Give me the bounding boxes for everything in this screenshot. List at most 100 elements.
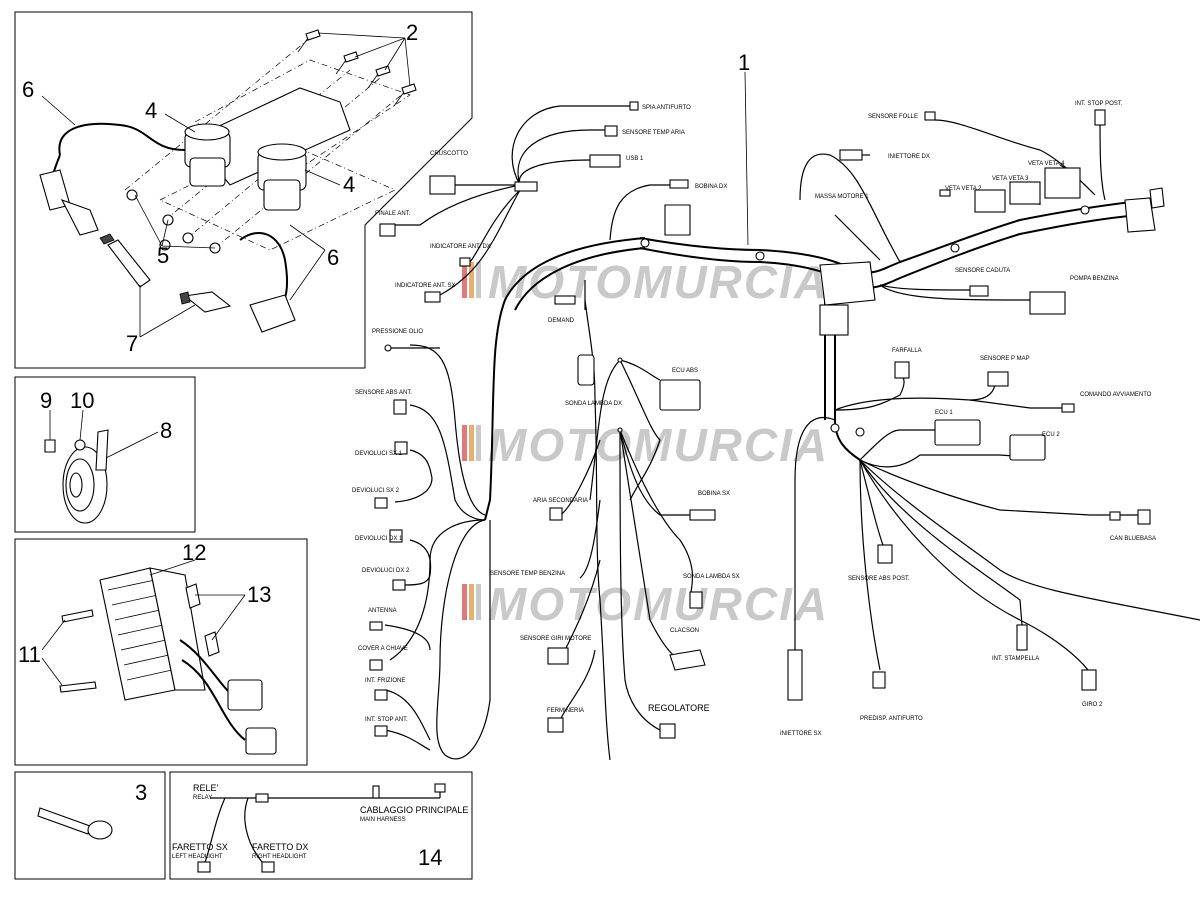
callout-4: 4	[145, 98, 157, 123]
label-int-stampella: INT. STAMPELLA	[992, 656, 1039, 662]
label-can-bluebasa: CAN BLUEBASA	[1110, 536, 1156, 542]
label-giro2: GIRO 2	[1082, 702, 1103, 708]
headlight-kit: RELE' RELAY CABLAGGIO PRINCIPALE MAIN HA…	[172, 783, 468, 873]
callout-1: 1	[738, 50, 750, 75]
inset-frame-ignition	[14, 11, 473, 369]
callout-6: 6	[327, 245, 339, 270]
nut-group	[126, 189, 221, 254]
ignition-assembly: 2 4 4 6 6 5 7	[22, 20, 418, 356]
label-devioluci-sx2: DEVIOLUCI SX 2	[352, 488, 400, 494]
label-cover-a-chiave: COVER A CHIAVE	[358, 646, 408, 652]
callout-11: 11	[18, 642, 41, 667]
label-int-frizione: INT. FRIZIONE	[365, 678, 405, 684]
callout-14: 14	[418, 845, 442, 870]
key-blade	[37, 807, 91, 835]
label-indicatore-ant-sx: INDICATORE ANT. SX	[395, 283, 455, 289]
label-sensore-p-map: SENSORE P MAP	[980, 356, 1030, 362]
label-sensore-temp-aria: SENSORE TEMP ARIA	[622, 130, 685, 136]
horn-bolt	[44, 439, 56, 453]
label-sonda-lambda-sx: SONDA LAMBDA SX	[683, 574, 740, 580]
label-devioluci-dx2: DEVIOLUCI DX 2	[362, 568, 410, 574]
callout-12: 12	[182, 540, 206, 565]
label-demand: DEMAND	[548, 318, 575, 324]
label-ecu-1: ECU 1	[935, 410, 953, 416]
connector-veta-4	[1044, 167, 1081, 199]
label-faretto-dx: FARETTO DX	[252, 842, 308, 852]
connector-sensore-giri	[547, 647, 569, 665]
ignition-coil-rear	[257, 143, 307, 211]
connector-ecu-abs	[659, 379, 701, 411]
regulator-clip	[185, 583, 201, 609]
label-pressione-olio: PRESSIONE OLIO	[372, 329, 423, 335]
connector-labels: SPIA ANTIFURTO SENSORE TEMP ARIA USB 1 B…	[352, 101, 1156, 737]
label-sensore-giri-motore: SENSORE GIRI MOTORE	[520, 636, 591, 642]
horn-assembly: 9 10 8	[40, 388, 172, 524]
regulator-screw	[59, 681, 97, 693]
label-bobina-sx: BOBINA SX	[698, 491, 730, 497]
label-devioluci-dx1: DEVIOLUCI DX 1	[355, 536, 403, 542]
label-cruscotto: CRUSCOTTO	[430, 151, 468, 157]
label-spia-antifurto: SPIA ANTIFURTO	[642, 105, 691, 111]
label-devioluci-sx1: DEVIOLUCI SX 1	[355, 451, 403, 457]
label-pompa-benzina: POMPA BENZINA	[1070, 276, 1119, 282]
inset-frame-key	[14, 771, 166, 880]
connector-sonda-lambda-dx	[577, 354, 595, 386]
label-main-harness: MAIN HARNESS	[360, 817, 406, 823]
regulator-assembly: 12 13 11	[18, 540, 277, 755]
key-assembly: 3	[37, 780, 147, 840]
harness-junction	[514, 181, 538, 192]
label-ecu-2: ECU 2	[1042, 432, 1060, 438]
label-veta-2: VETA VETA 2	[945, 186, 982, 192]
callout-10: 10	[70, 388, 94, 413]
connector-veta-3	[1009, 181, 1041, 205]
inset-frame-headlight-kit	[169, 771, 473, 880]
watermark-3: MOTOMURCIA	[462, 578, 829, 630]
label-comando-avviamento: COMANDO AVVIAMENTO	[1080, 392, 1152, 398]
label-farfalla: FARFALLA	[892, 348, 922, 354]
watermark-text: MOTOMURCIA	[488, 256, 829, 308]
ht-lead-front	[58, 122, 186, 156]
label-rele: RELE'	[193, 783, 219, 793]
label-usb: USB 1	[626, 156, 644, 162]
label-ecu-abs: ECU ABS	[672, 368, 698, 374]
label-massa-motore: MASSA MOTORE 1	[815, 194, 869, 200]
callout-13: 13	[247, 582, 271, 607]
label-sensore-caduta: SENSORE CADUTA	[955, 268, 1010, 274]
label-sensore-folle: SENSORE FOLLE	[868, 114, 918, 120]
inset-frames	[14, 11, 473, 880]
inset-frame-regulator	[14, 538, 308, 766]
label-indicatore-ant-dx: INDICATORE ANT. DX	[430, 244, 491, 250]
callout-7: 7	[126, 331, 138, 356]
label-right-headlight: RIGHT HEADLIGHT	[252, 854, 307, 860]
label-bobina-dx: BOBINA DX	[695, 184, 727, 190]
horn-washer	[74, 439, 86, 451]
label-int-stop-post: INT. STOP POST.	[1075, 101, 1123, 107]
watermark-2: MOTOMURCIA	[462, 419, 827, 471]
label-sensore-abs-post: SENSORE ABS POST.	[848, 576, 910, 582]
label-finale-ant: FINALE ANT.	[375, 211, 411, 217]
harness-control-box	[819, 261, 876, 306]
callout-5: 5	[157, 243, 169, 268]
watermark-text: MOTOMURCIA	[488, 578, 829, 630]
label-antenna: ANTENNA	[368, 608, 397, 614]
label-iniettore-dx: INIETTORE DX	[888, 154, 930, 160]
label-clacson: CLACSON	[670, 628, 699, 634]
connector-ecu-2	[1009, 434, 1046, 461]
label-iniettore-sx: INIETTORE SX	[780, 731, 822, 737]
regulator-connector-a	[227, 679, 263, 711]
ignition-coil-front	[184, 123, 231, 187]
callout-4: 4	[343, 172, 355, 197]
spark-plug	[99, 233, 151, 288]
label-sensore-abs-ant: SENSORE ABS ANT.	[355, 390, 412, 396]
harness-trunk	[639, 199, 1151, 274]
label-cablaggio: CABLAGGIO PRINCIPALE	[360, 805, 468, 815]
callout-3: 3	[135, 780, 147, 805]
temperature-sensor	[179, 291, 232, 313]
label-regolatore: REGOLATORE	[648, 703, 710, 713]
label-aria-secondaria: ARIA SECONDARIA	[533, 498, 588, 504]
key-head	[87, 820, 113, 840]
label-predisp-antifurto: PREDISP. ANTIFURTO	[860, 716, 923, 722]
connectors	[369, 101, 1151, 739]
